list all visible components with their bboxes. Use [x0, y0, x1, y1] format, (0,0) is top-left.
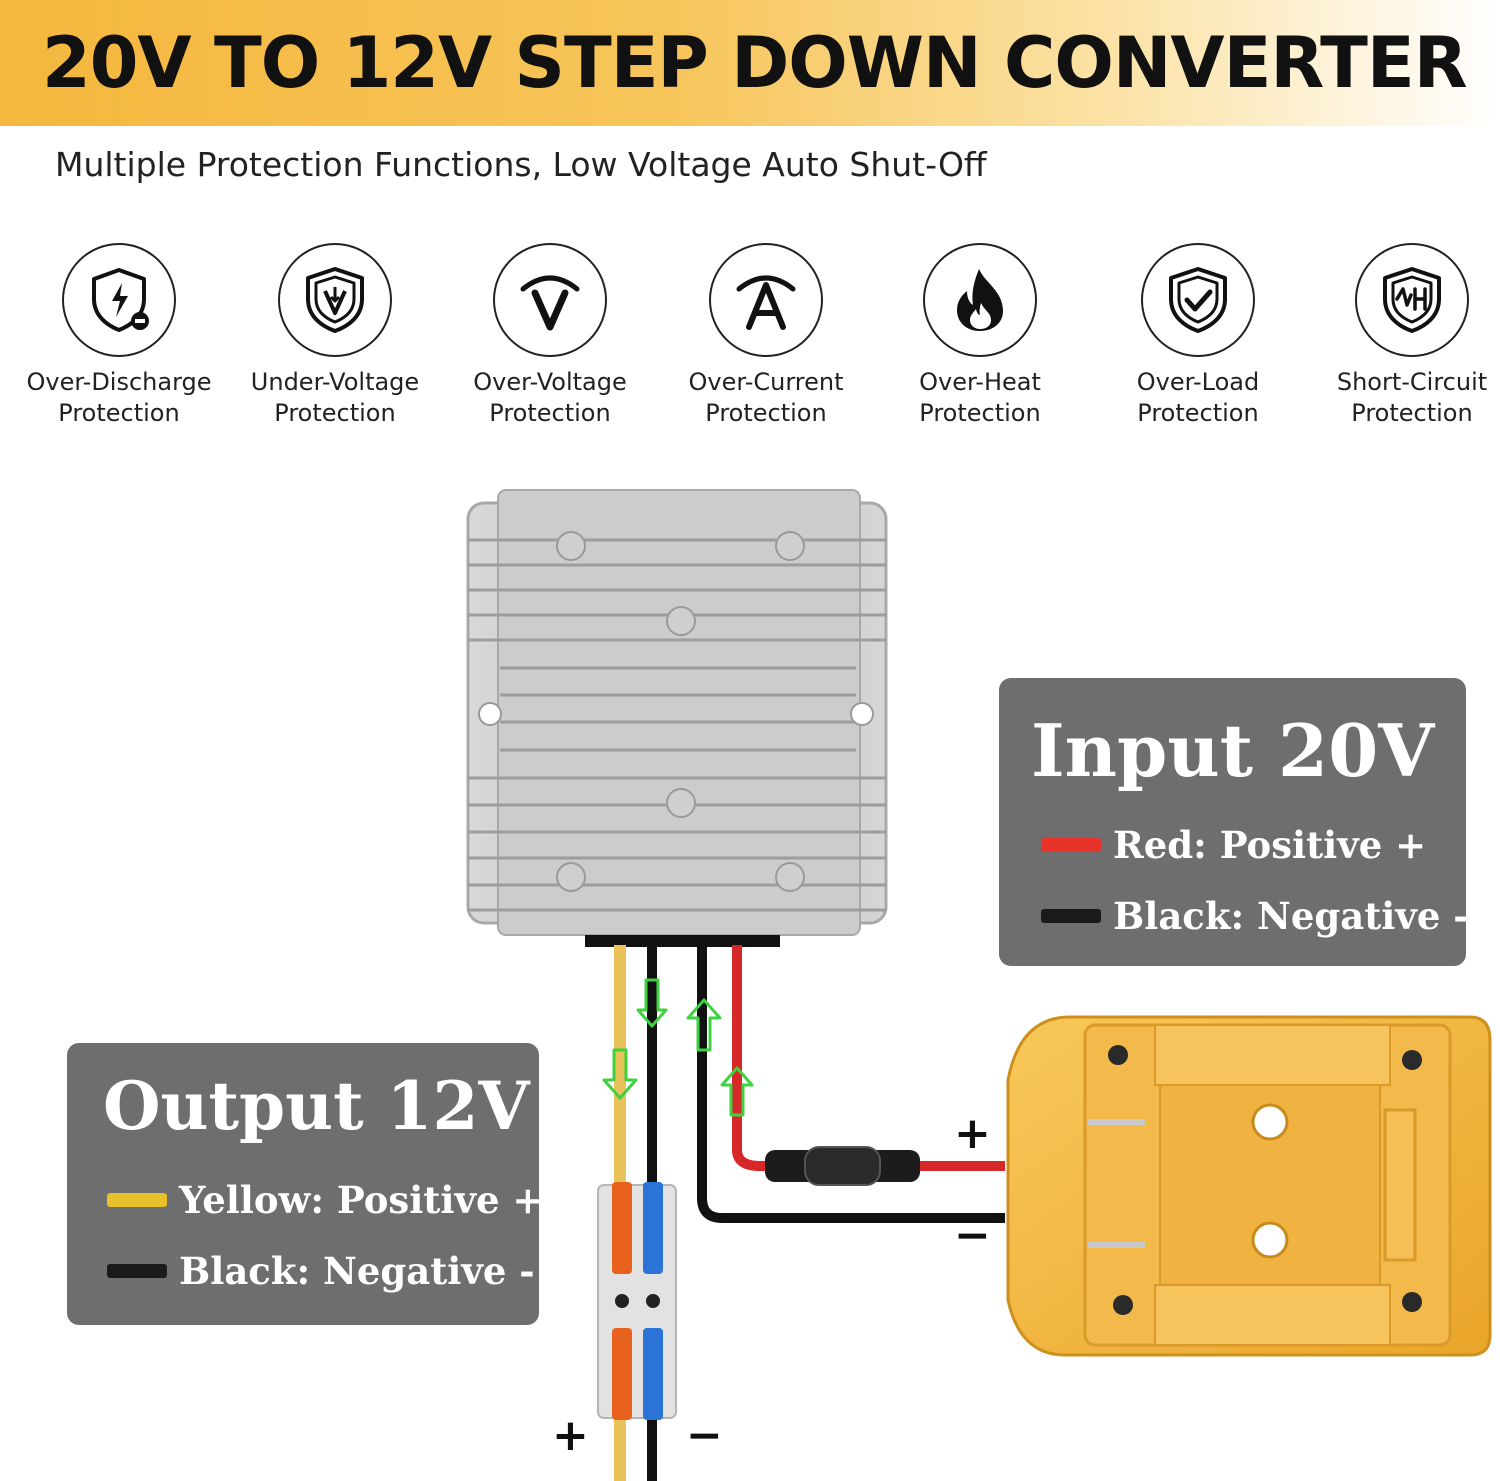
current-gauge-icon — [709, 243, 823, 357]
title-banner: 20V TO 12V STEP DOWN CONVERTER — [0, 0, 1500, 126]
feature-label: Over-Discharge — [26, 368, 212, 396]
input-positive-row: Red: Positive + — [1041, 823, 1426, 867]
feature-label: Protection — [1137, 399, 1259, 427]
output-title: Output 12V — [103, 1067, 530, 1145]
input-negative-row: Black: Negative - — [1041, 894, 1469, 938]
output-panel: Output 12V Yellow: Positive + Black: Neg… — [67, 1043, 543, 1325]
black-wire-swatch — [1041, 909, 1101, 923]
feature-label: Protection — [705, 399, 827, 427]
feature-label: Protection — [919, 399, 1041, 427]
feature-label: Over-Heat — [919, 368, 1041, 396]
converter-module — [466, 489, 888, 947]
voltage-gauge-icon — [493, 243, 607, 357]
feature-label: Protection — [489, 399, 611, 427]
input-minus-sign: − — [954, 1210, 991, 1261]
input-wires — [697, 945, 1005, 1223]
shield-voltage-icon — [278, 243, 392, 357]
lever-connector — [597, 1182, 677, 1420]
flame-icon — [923, 243, 1037, 357]
input-title: Input 20V — [1031, 708, 1435, 793]
input-panel: Input 20V Red: Positive + Black: Negativ… — [999, 678, 1469, 966]
shield-bolt-icon — [62, 243, 176, 357]
input-positive-label: Red: Positive + — [1113, 823, 1427, 867]
yellow-wire-swatch — [107, 1193, 167, 1207]
feature-label: Over-Current — [688, 368, 844, 396]
output-positive-row: Yellow: Positive + — [107, 1178, 543, 1222]
page-title: 20V TO 12V STEP DOWN CONVERTER — [42, 22, 1468, 104]
feature-label: Over-Load — [1136, 368, 1260, 396]
shield-circuit-icon — [1355, 243, 1469, 357]
input-negative-label: Black: Negative - — [1113, 894, 1469, 938]
black-wire-swatch — [107, 1264, 167, 1278]
wiring-diagram — [466, 489, 1492, 1481]
feature-label: Protection — [274, 399, 396, 427]
shield-check-icon — [1141, 243, 1255, 357]
feature-label: Over-Voltage — [473, 368, 627, 396]
feature-label: Under-Voltage — [250, 368, 420, 396]
feature-label: Protection — [58, 399, 180, 427]
output-positive-label: Yellow: Positive + — [179, 1178, 544, 1222]
flow-arrows — [602, 978, 754, 1117]
red-wire-swatch — [1041, 838, 1101, 852]
feature-label: Protection — [1351, 399, 1473, 427]
output-negative-row: Black: Negative - — [107, 1249, 535, 1293]
input-plus-sign: + — [954, 1108, 991, 1159]
output-negative-label: Black: Negative - — [179, 1249, 535, 1293]
output-plus-sign: + — [552, 1410, 589, 1461]
feature-label: Short-Circuit — [1336, 368, 1488, 396]
output-minus-sign: − — [686, 1410, 723, 1461]
page-subtitle: Multiple Protection Functions, Low Volta… — [55, 145, 987, 184]
battery-adapter — [1006, 1015, 1492, 1357]
